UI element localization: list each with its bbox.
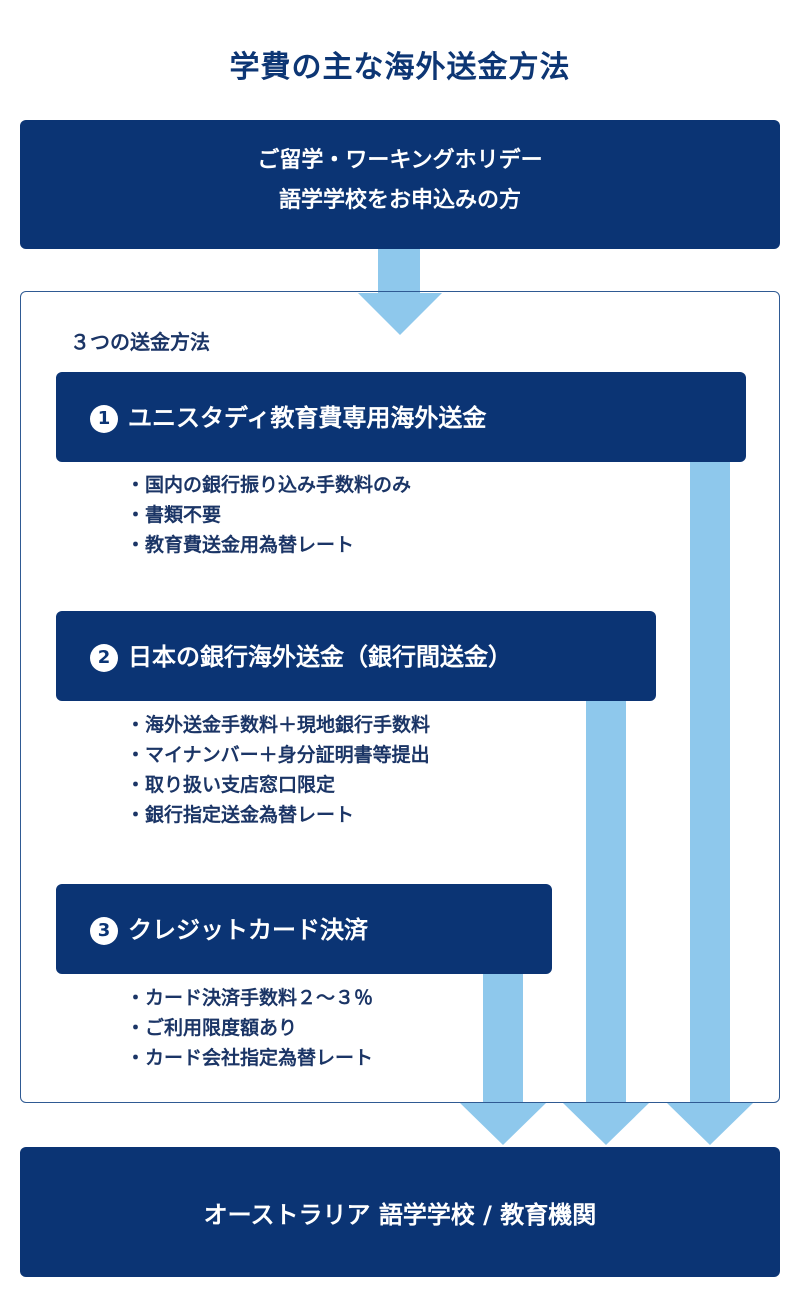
method-1-header: 1 ユニスタディ教育費専用海外送金 [56,372,746,462]
audience-line-2: 語学学校をお申込みの方 [278,188,521,213]
list-item: 海外送金手数料＋現地銀行手数料 [126,710,430,740]
method-1-title: ユニスタディ教育費専用海外送金 [128,404,487,432]
method-2-header: 2 日本の銀行海外送金（銀行間送金） [56,611,656,701]
method-1-bullets: 国内の銀行振り込み手数料のみ 書類不要 教育費送金用為替レート [126,470,411,560]
methods-panel-label: ３つの送金方法 [70,330,210,354]
number-1-icon: 1 [90,405,118,433]
list-item: ご利用限度額あり [126,1013,373,1043]
list-item: 国内の銀行振り込み手数料のみ [126,470,411,500]
method-3-bullets: カード決済手数料２〜３％ ご利用限度額あり カード会社指定為替レート [126,983,373,1073]
audience-line-1: ご留学・ワーキングホリデー [257,148,543,173]
audience-box: ご留学・ワーキングホリデー 語学学校をお申込みの方 [20,120,780,249]
page-title: 学費の主な海外送金方法 [229,50,571,85]
list-item: 教育費送金用為替レート [126,530,411,560]
list-item: 書類不要 [126,500,411,530]
list-item: マイナンバー＋身分証明書等提出 [126,740,430,770]
method-2-bullets: 海外送金手数料＋現地銀行手数料 マイナンバー＋身分証明書等提出 取り扱い支店窓口… [126,710,430,830]
list-item: 取り扱い支店窓口限定 [126,770,430,800]
destination-label: オーストラリア 語学学校 / 教育機関 [203,1201,597,1229]
destination-box: オーストラリア 語学学校 / 教育機関 [20,1147,780,1277]
method-2-title: 日本の銀行海外送金（銀行間送金） [128,643,512,671]
number-2-icon: 2 [90,644,118,672]
method-3-header: 3 クレジットカード決済 [56,884,552,974]
list-item: カード決済手数料２〜３％ [126,983,373,1013]
list-item: カード会社指定為替レート [126,1043,373,1073]
methods-panel [20,291,780,1103]
number-3-icon: 3 [90,917,118,945]
method-3-title: クレジットカード決済 [128,916,368,944]
list-item: 銀行指定送金為替レート [126,800,430,830]
